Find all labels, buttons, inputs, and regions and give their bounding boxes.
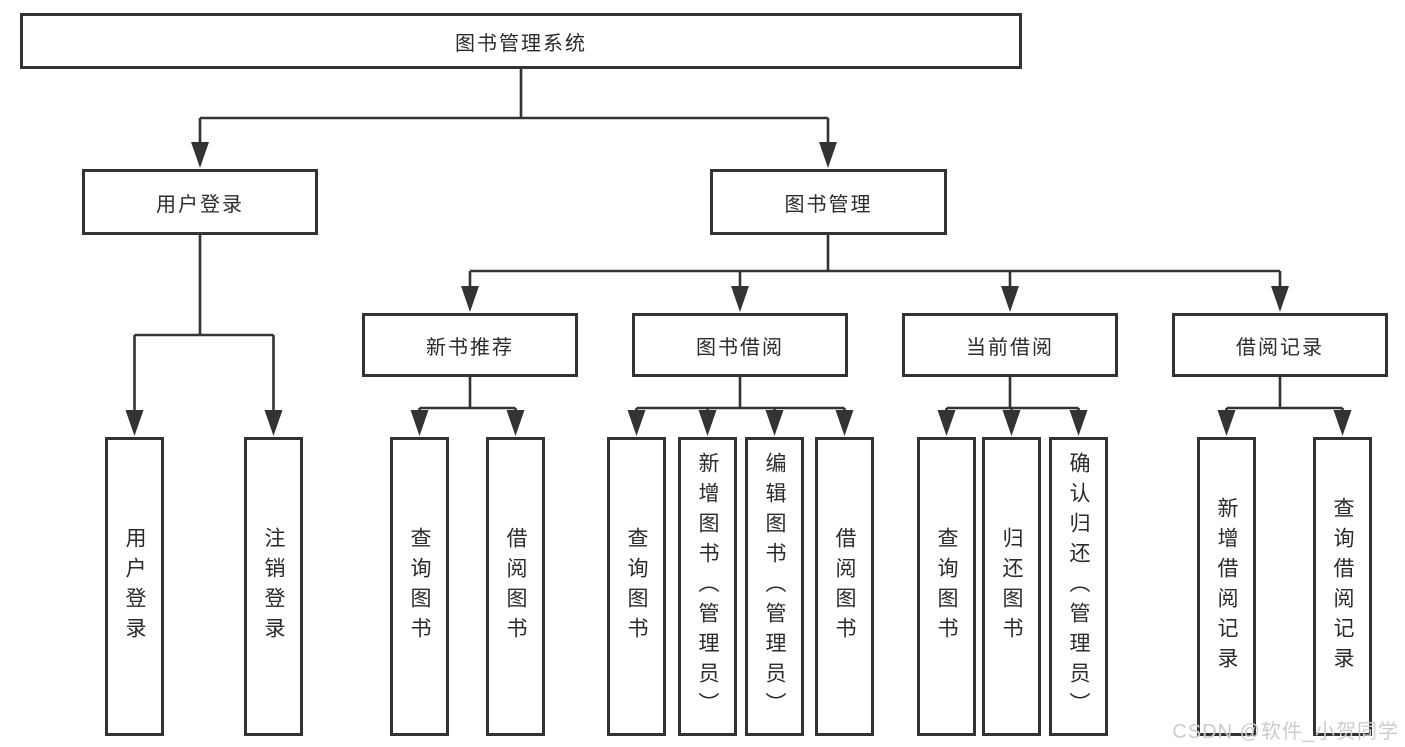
node-current-borrowing: 当前借阅 [902, 313, 1118, 377]
node-logout: 注销登录 [244, 437, 303, 736]
node-borrow-books-label: 借阅图书 [833, 526, 856, 647]
node-login: 用户登录 [105, 437, 164, 736]
node-query-books-current-label: 查询图书 [935, 526, 958, 647]
node-confirm-return-admin-label: 确认归还（管理员） [1067, 451, 1090, 722]
node-confirm-return-admin: 确认归还（管理员） [1049, 437, 1108, 736]
watermark: CSDN @软件_小贺同学 [1172, 721, 1399, 743]
node-book-management: 图书管理 [710, 169, 947, 235]
node-return-book-label: 归还图书 [1000, 526, 1023, 647]
node-add-borrow-record: 新增借阅记录 [1197, 437, 1256, 736]
node-add-book-admin: 新增图书（管理员） [678, 437, 737, 736]
node-library-system-label: 图书管理系统 [455, 32, 587, 55]
node-query-books-recommend: 查询图书 [390, 437, 449, 736]
node-query-borrow-record-label: 查询借阅记录 [1331, 496, 1354, 677]
node-add-book-admin-label: 新增图书（管理员） [696, 451, 719, 722]
node-login-label: 用户登录 [123, 526, 146, 647]
node-book-borrowing-label: 图书借阅 [696, 336, 784, 359]
node-borrow-books-recommend-label: 借阅图书 [504, 526, 527, 647]
node-borrow-books: 借阅图书 [815, 437, 874, 736]
node-logout-label: 注销登录 [262, 526, 285, 647]
node-user-login-branch-label: 用户登录 [156, 193, 244, 216]
node-add-borrow-record-label: 新增借阅记录 [1215, 496, 1238, 677]
node-borrowing-records-label: 借阅记录 [1236, 336, 1324, 359]
node-borrow-books-recommend: 借阅图书 [486, 437, 545, 736]
node-query-books-current: 查询图书 [917, 437, 976, 736]
node-query-books-recommend-label: 查询图书 [408, 526, 431, 647]
node-new-book-recommend-label: 新书推荐 [426, 336, 514, 359]
node-edit-book-admin: 编辑图书（管理员） [745, 437, 804, 736]
node-user-login-branch: 用户登录 [82, 169, 318, 235]
node-book-borrowing: 图书借阅 [632, 313, 848, 377]
node-query-books-borrowing-label: 查询图书 [625, 526, 648, 647]
node-query-books-borrowing: 查询图书 [607, 437, 666, 736]
node-new-book-recommend: 新书推荐 [362, 313, 578, 377]
node-query-borrow-record: 查询借阅记录 [1313, 437, 1372, 736]
node-edit-book-admin-label: 编辑图书（管理员） [763, 451, 786, 722]
node-book-management-label: 图书管理 [784, 193, 873, 216]
node-library-system: 图书管理系统 [20, 13, 1022, 69]
node-borrowing-records: 借阅记录 [1172, 313, 1388, 377]
node-current-borrowing-label: 当前借阅 [966, 336, 1054, 359]
node-return-book: 归还图书 [982, 437, 1041, 736]
arrowheads [125, 142, 1352, 436]
